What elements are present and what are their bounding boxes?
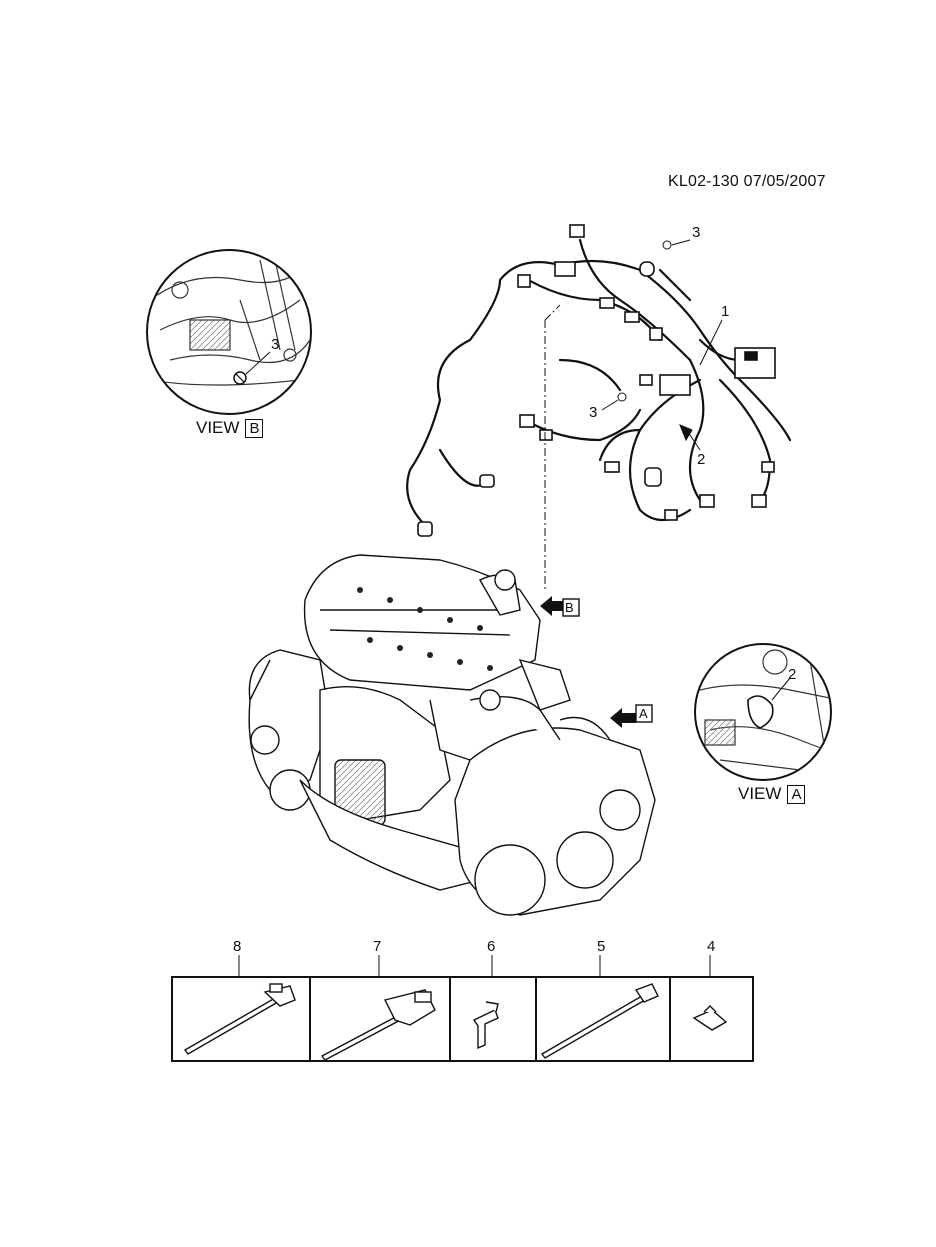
view-a-arrow xyxy=(610,704,653,728)
connector-icon xyxy=(639,261,655,277)
part-cell-8: 8 xyxy=(173,938,311,1060)
connector-icon xyxy=(639,374,653,386)
part-8-cable-tie xyxy=(183,983,296,1055)
harness-connectors xyxy=(417,224,776,537)
view-b-word: VIEW xyxy=(196,418,240,437)
parts-strip: 8 7 6 5 4 xyxy=(171,938,754,1062)
view-a-word: VIEW xyxy=(738,784,782,803)
view-a-label: VIEW A xyxy=(738,784,806,804)
part-number: 7 xyxy=(373,938,382,955)
connector-icon xyxy=(519,414,535,428)
part-4-clip xyxy=(692,1005,728,1031)
view-b-arrow xyxy=(540,596,580,617)
connector-icon xyxy=(569,224,585,238)
connector-icon xyxy=(517,274,531,288)
wiring-harness xyxy=(406,238,792,527)
connector-icon xyxy=(644,467,662,487)
view-b-letter: B xyxy=(245,418,264,438)
view-b-detail xyxy=(146,249,312,415)
connector-icon xyxy=(624,311,640,323)
parts-leaders xyxy=(238,955,711,976)
part-cell-6: 6 xyxy=(451,938,537,1060)
bolt-icon xyxy=(233,371,247,385)
connector-icon xyxy=(649,327,663,341)
engine-assembly xyxy=(248,554,656,916)
callout-bolt-view-b: 3 xyxy=(271,336,280,353)
part-5-cable-tie xyxy=(540,983,659,1059)
view-b-label: VIEW B xyxy=(196,418,264,438)
callout-bolt-mid: 3 xyxy=(589,404,598,421)
connector-icon xyxy=(554,261,576,277)
connector-icon xyxy=(699,494,715,508)
callout-leaders xyxy=(544,239,723,590)
part-number: 8 xyxy=(233,938,242,955)
callout-clip-view-a: 2 xyxy=(788,666,797,683)
connector-icon xyxy=(417,521,433,537)
callout-harness: 1 xyxy=(721,303,730,320)
view-a-letter: A xyxy=(787,784,806,804)
callout-clip-main: 2 xyxy=(697,451,706,468)
view-a-detail xyxy=(694,643,832,781)
connector-icon xyxy=(751,494,767,508)
part-cell-5: 5 xyxy=(537,938,671,1060)
connector-icon xyxy=(479,474,495,488)
part-number: 6 xyxy=(487,938,496,955)
part-7-cable-tie-clip xyxy=(320,989,436,1061)
part-cell-4: 4 xyxy=(671,938,752,1060)
clip-icon xyxy=(747,695,774,729)
connector-icon xyxy=(599,297,615,309)
part-6-bracket xyxy=(472,1001,499,1050)
document-id: KL02-130 07/05/2007 xyxy=(668,173,826,190)
connector-icon xyxy=(761,461,775,473)
connector-icon xyxy=(659,374,691,396)
connector-icon xyxy=(604,461,620,473)
callout-bolt-top: 3 xyxy=(692,224,701,241)
connector-icon xyxy=(664,509,678,521)
part-number: 5 xyxy=(597,938,606,955)
arrow-a-letter: A xyxy=(639,706,648,721)
part-number: 4 xyxy=(707,938,716,955)
arrow-b-letter: B xyxy=(565,600,574,615)
part-cell-7: 7 xyxy=(311,938,451,1060)
connector-icon xyxy=(539,429,553,441)
